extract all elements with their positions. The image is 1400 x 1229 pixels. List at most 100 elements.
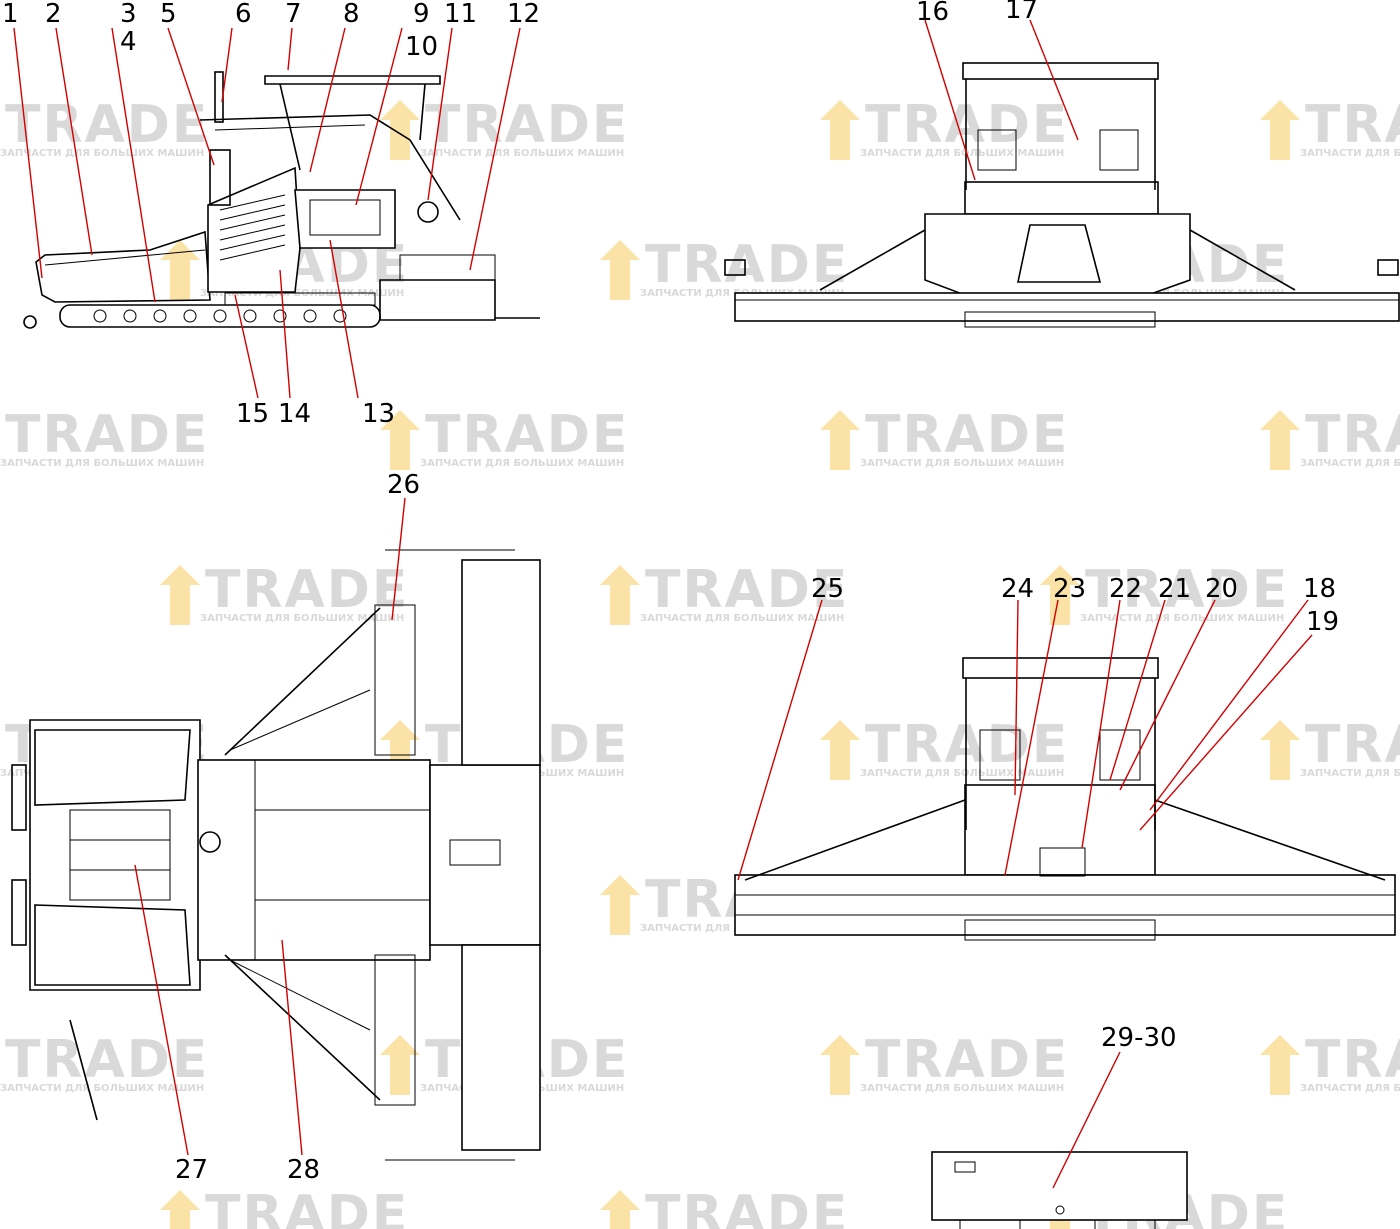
watermark: TRADE ЗАПЧАСТИ ДЛЯ БОЛЬШИХ МАШИН [820, 95, 1069, 160]
callout-13: 13 [362, 399, 395, 429]
callout-23: 23 [1053, 574, 1086, 604]
callout-5: 5 [160, 0, 177, 29]
watermark-logo-icon [380, 1035, 420, 1095]
watermark: TRADE [600, 1185, 849, 1229]
watermark-tagline: ЗАПЧАСТИ ДЛЯ БОЛЬШИХ МАШИН [1300, 148, 1400, 159]
callout-8: 8 [343, 0, 360, 29]
callout-11: 11 [444, 0, 477, 29]
watermark-tagline: ЗАПЧАСТИ ДЛЯ БОЛЬШИХ МАШИН [0, 458, 204, 469]
watermark-logo-icon [820, 720, 860, 780]
callout-6: 6 [235, 0, 252, 29]
callout-26: 26 [387, 470, 420, 500]
watermark-tagline: ЗАПЧАСТИ ДЛЯ БОЛЬШИХ МАШИН [1080, 613, 1284, 624]
watermark-brand: TRADE [865, 405, 1069, 465]
watermark-tagline: ЗАПЧАСТИ ДЛЯ БОЛЬШИХ МАШИН [860, 768, 1064, 779]
watermark: TRADE ЗАПЧАСТИ ДЛЯ БОЛЬШИХ МАШИН [820, 1030, 1069, 1095]
watermark-logo-icon [160, 565, 200, 625]
watermark: TRADE ЗАПЧАСТИ ДЛЯ БОЛЬШИХ МАШИН [820, 405, 1069, 470]
watermark-tagline: ЗАПЧАСТИ ДЛЯ БОЛЬШИХ МАШИН [200, 613, 404, 624]
callout-3: 3 [120, 0, 137, 29]
watermark-tagline: ЗАПЧАСТИ ДЛЯ БОЛЬШИХ МАШИН [860, 1083, 1064, 1094]
watermark: TRADE ЗАПЧАСТИ ДЛЯ БОЛЬШИХ МАШИН [1260, 715, 1400, 780]
decal-box-drawing [931, 1151, 1188, 1229]
watermark: TRADE [160, 1185, 409, 1229]
callout-20: 20 [1205, 574, 1238, 604]
watermark-brand: TRADE [425, 95, 629, 155]
rear-view-extended-drawing [734, 657, 1396, 941]
watermark-tagline: ЗАПЧАСТИ ДЛЯ БОЛЬШИХ МАШИН [860, 148, 1064, 159]
watermark-logo-icon [1040, 565, 1080, 625]
callout-9: 9 [413, 0, 430, 29]
watermark: TRADE ЗАПЧАСТИ ДЛЯ БОЛЬШИХ МАШИН [0, 1030, 209, 1094]
watermark-logo-icon [160, 240, 200, 300]
watermark-logo-icon [1260, 1035, 1300, 1095]
watermark: TRADE ЗАПЧАСТИ ДЛЯ БОЛЬШИХ МАШИН [820, 715, 1069, 780]
watermark-brand: TRADE [1305, 405, 1400, 465]
watermark-logo-icon [1260, 720, 1300, 780]
callout-15: 15 [236, 399, 269, 429]
watermark-tagline: ЗАПЧАСТИ ДЛЯ БОЛЬШИХ МАШИН [0, 1083, 204, 1094]
callout-27: 27 [175, 1155, 208, 1185]
watermark-logo-icon [600, 565, 640, 625]
watermark-brand: TRADE [645, 235, 849, 295]
watermark: TRADE ЗАПЧАСТИ ДЛЯ БОЛЬШИХ МАШИН [1260, 1030, 1400, 1095]
watermark-logo-icon [1260, 410, 1300, 470]
watermark-logo-icon [600, 875, 640, 935]
watermark-tagline: ЗАПЧАСТИ ДЛЯ БОЛЬШИХ МАШИН [860, 458, 1064, 469]
leader-lines [13, 19, 1313, 1189]
watermark-brand: TRADE [865, 1030, 1069, 1090]
watermark-logo-icon [1260, 100, 1300, 160]
watermark-tagline: ЗАПЧАСТИ ДЛЯ БОЛЬШИХ МАШИН [1300, 768, 1400, 779]
watermark-brand: TRADE [425, 405, 629, 465]
callout-7: 7 [285, 0, 302, 29]
watermark-brand: TRADE [5, 405, 209, 465]
watermark: TRADE ЗАПЧАСТИ ДЛЯ БОЛЬШИХ МАШИН [1260, 95, 1400, 160]
watermark-brand: TRADE [205, 560, 409, 620]
watermark-tagline: ЗАПЧАСТИ ДЛЯ БОЛЬШИХ МАШИН [640, 613, 844, 624]
watermark: TRADE ЗАПЧАСТИ ДЛЯ БОЛЬШИХ МАШИН [1260, 405, 1400, 470]
watermark-brand: TRADE [1305, 715, 1400, 775]
callout-4: 4 [120, 27, 137, 57]
top-view-drawing [11, 549, 541, 1161]
watermark-brand: TRADE [1305, 1030, 1400, 1090]
watermark-logo-icon [600, 1190, 640, 1229]
callout-14: 14 [278, 399, 311, 429]
watermark-brand: TRADE [645, 1185, 849, 1229]
watermark-logo-icon [820, 410, 860, 470]
watermark-brand: TRADE [865, 715, 1069, 775]
callout-21: 21 [1158, 574, 1191, 604]
callout-28: 28 [287, 1155, 320, 1185]
callout-25: 25 [811, 574, 844, 604]
watermark-logo-icon [820, 100, 860, 160]
callout-29-30: 29-30 [1101, 1023, 1177, 1053]
watermark-logo-icon [600, 240, 640, 300]
callout-18: 18 [1303, 574, 1336, 604]
watermark-tagline: ЗАПЧАСТИ ДЛЯ БОЛЬШИХ МАШИН [420, 458, 624, 469]
watermark: TRADE ЗАПЧАСТИ ДЛЯ БОЛЬШИХ МАШИН [600, 560, 849, 625]
watermark-brand: TRADE [5, 1030, 209, 1090]
watermark-tagline: ЗАПЧАСТИ ДЛЯ БОЛЬШИХ МАШИН [1300, 1083, 1400, 1094]
callout-16: 16 [916, 0, 949, 27]
callout-17: 17 [1005, 0, 1038, 25]
watermark-brand: TRADE [205, 1185, 409, 1229]
watermark-tagline: ЗАПЧАСТИ ДЛЯ БОЛЬШИХ МАШИН [0, 148, 204, 159]
watermark-brand: TRADE [865, 95, 1069, 155]
side-view-drawing [23, 71, 540, 329]
watermark: TRADE ЗАПЧАСТИ ДЛЯ БОЛЬШИХ МАШИН [160, 560, 409, 625]
watermark: TRADE ЗАПЧАСТИ ДЛЯ БОЛЬШИХ МАШИН [0, 405, 209, 469]
watermark-tagline: ЗАПЧАСТИ ДЛЯ БОЛЬШИХ МАШИН [420, 148, 624, 159]
watermark-brand: TRADE [1305, 95, 1400, 155]
watermark-logo-icon [160, 1190, 200, 1229]
watermark: TRADE ЗАПЧАСТИ ДЛЯ БОЛЬШИХ МАШИН [380, 405, 629, 470]
callout-22: 22 [1109, 574, 1142, 604]
watermark: TRADE ЗАПЧАСТИ ДЛЯ БОЛЬШИХ МАШИН [380, 95, 629, 160]
callout-24: 24 [1001, 574, 1034, 604]
watermark-logo-icon [380, 100, 420, 160]
callout-numbers: 1 2 3 4 5 6 7 8 9 10 11 12 13 14 15 16 1… [2, 0, 1339, 1185]
callout-1: 1 [2, 0, 19, 29]
watermark-brand: TRADE [645, 560, 849, 620]
watermark: TRADE ЗАПЧАСТИ ДЛЯ БОЛЬШИХ МАШИН [0, 95, 207, 159]
watermark-tagline: ЗАПЧАСТИ ДЛЯ БОЛЬШИХ МАШИН [1300, 458, 1400, 469]
rear-view-drawing [724, 62, 1400, 328]
